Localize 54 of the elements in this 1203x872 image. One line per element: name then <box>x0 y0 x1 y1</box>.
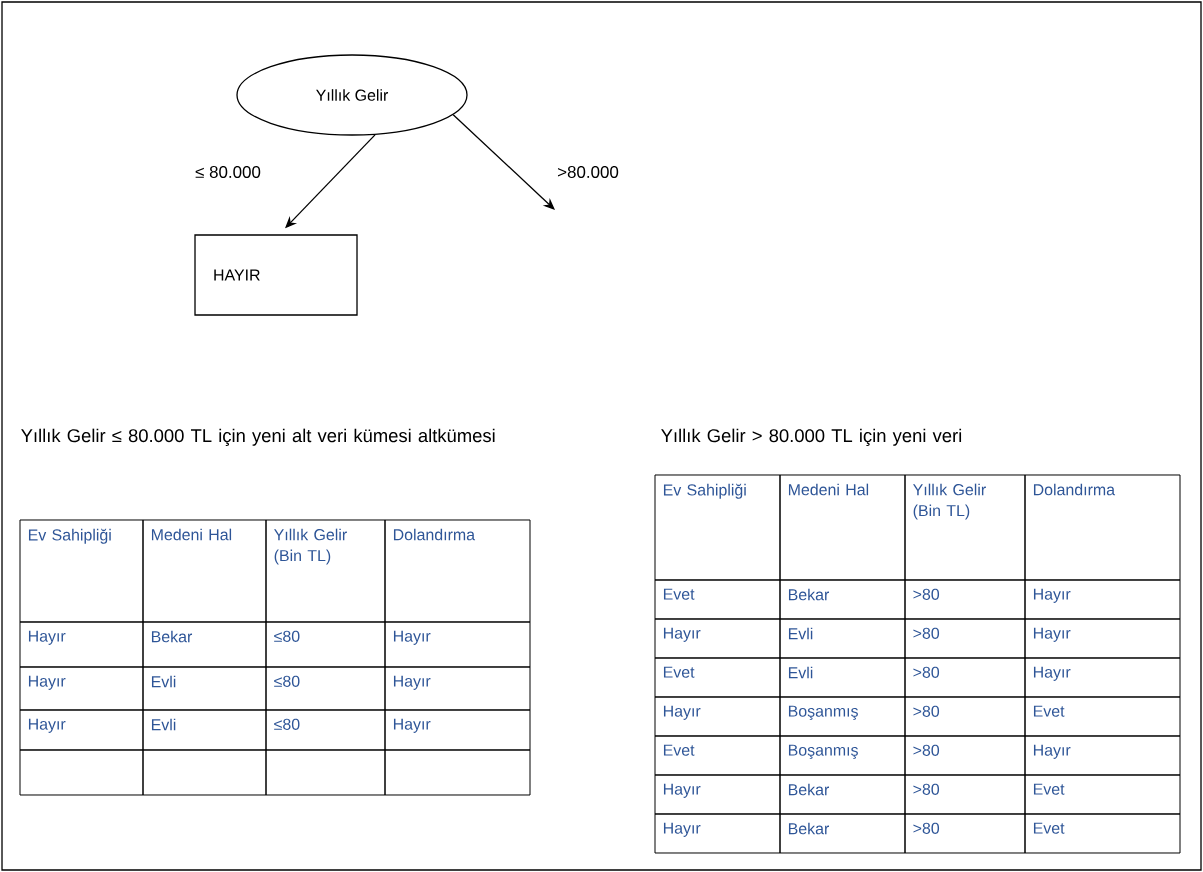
table-cell: Bekar <box>779 813 906 854</box>
table-cell: Yıllık Gelir (Bin TL) <box>265 519 386 623</box>
edge-label: ≤ 80.000 <box>193 164 263 180</box>
table-cell: Bekar <box>779 579 906 620</box>
table-cell: Boşanmış <box>779 735 906 776</box>
table-cell: Medeni Hal <box>142 519 267 623</box>
table-cell: Hayır <box>384 666 531 711</box>
table-cell: Evli <box>142 709 267 751</box>
heading-text: Yıllık Gelir ≤ 80.000 TL için yeni alt veri kümesi altkümesi <box>21 428 495 446</box>
table-cell: Evli <box>779 618 906 659</box>
table-cell: Hayır <box>384 621 531 668</box>
table-cell: >80 <box>904 696 1026 737</box>
table-cell: Hayır <box>654 696 781 737</box>
table-cell: >80 <box>904 735 1026 776</box>
table-cell: Medeni Hal <box>779 474 906 581</box>
table-cell: Ev Sahipliği <box>654 474 781 581</box>
table-cell: Hayır <box>1024 579 1181 620</box>
table-cell: Hayır <box>19 621 144 668</box>
table-cell: Hayır <box>19 709 144 751</box>
table-cell: Hayır <box>654 618 781 659</box>
table-cell: Ev Sahipliği <box>19 519 144 623</box>
table-cell: ≤80 <box>265 709 386 751</box>
table-cell: Bekar <box>142 621 267 668</box>
table-cell: Dolandırma <box>1024 474 1181 581</box>
table-cell: Evli <box>142 666 267 711</box>
table-cell: Boşanmış <box>779 696 906 737</box>
table-cell: >80 <box>904 813 1026 854</box>
table-cell: Dolandırma <box>384 519 531 623</box>
table-cell: Hayır <box>1024 657 1181 698</box>
table-cell: Evet <box>1024 813 1181 854</box>
table-cell: >80 <box>904 579 1026 620</box>
table-cell: >80 <box>904 657 1026 698</box>
leaf-box: HAYIR <box>194 234 358 316</box>
table-cell: Evli <box>779 657 906 698</box>
table-cell: Evet <box>654 579 781 620</box>
table-cell: Evet <box>1024 774 1181 815</box>
table-cell: >80 <box>904 774 1026 815</box>
table-cell: ≤80 <box>265 621 386 668</box>
table-cell: ≤80 <box>265 666 386 711</box>
table-cell: Hayır <box>1024 735 1181 776</box>
table-cell: Evet <box>1024 696 1181 737</box>
table-cell: Hayır <box>19 666 144 711</box>
table-cell: Hayır <box>1024 618 1181 659</box>
table-cell: >80 <box>904 618 1026 659</box>
table-cell: Hayır <box>384 709 531 751</box>
table-cell: Hayır <box>654 813 781 854</box>
heading-text: Yıllık Gelir > 80.000 TL için yeni veri <box>661 428 962 446</box>
table-cell: Evet <box>654 657 781 698</box>
edge-label: >80.000 <box>555 164 621 180</box>
arrow <box>452 114 555 210</box>
table-cell: Yıllık Gelir (Bin TL) <box>904 474 1026 581</box>
table-cell: Hayır <box>654 774 781 815</box>
table-cell: Bekar <box>779 774 906 815</box>
table-cell: Evet <box>654 735 781 776</box>
